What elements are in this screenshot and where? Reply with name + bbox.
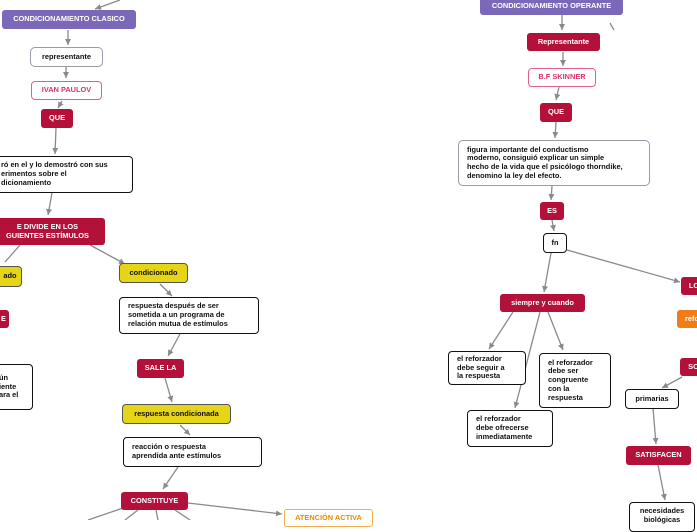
node-es[interactable]: ES: [540, 202, 564, 220]
node-reforzador-congruente[interactable]: el reforzador debe ser congruente con la…: [539, 353, 611, 408]
node-e-partial[interactable]: E: [0, 310, 9, 328]
connector-lines: [4, 0, 683, 520]
node-constituye[interactable]: CONSTITUYE: [121, 492, 188, 510]
node-lo-partial[interactable]: LO: [681, 277, 697, 295]
node-representante-right[interactable]: Representante: [527, 33, 600, 51]
node-atencion-activa[interactable]: ATENCIÓN ACTIVA: [284, 509, 373, 527]
node-siempre-y-cuando[interactable]: siempre y cuando: [500, 294, 585, 312]
node-refo-partial[interactable]: refo: [677, 310, 697, 328]
node-condicionamiento-operante[interactable]: CONDICIONAMIENTO OPERANTE: [480, 0, 623, 15]
node-respuesta-despues[interactable]: respuesta después de ser sometida a un p…: [119, 297, 259, 334]
node-partial-text[interactable]: ún iente ara el: [0, 364, 33, 410]
node-reforzador-seguir[interactable]: el reforzador debe seguir a la respuesta: [448, 351, 526, 385]
node-respuesta-condicionada[interactable]: respuesta condicionada: [122, 404, 231, 424]
node-primarias[interactable]: primarias: [625, 389, 679, 409]
node-representante-left[interactable]: representante: [30, 47, 103, 67]
node-divide-estimulos[interactable]: E DIVIDE EN LOS GUIENTES ESTÍMULOS: [0, 218, 105, 245]
node-reforzador-inmediato[interactable]: el reforzador debe ofrecerse inmediatame…: [467, 410, 553, 447]
node-so-partial[interactable]: SO: [680, 358, 697, 376]
node-condicionamiento-clasico[interactable]: CONDICIONAMIENTO CLASICO: [2, 10, 136, 29]
node-pavlov-description[interactable]: ró en el y lo demostró con sus erimentos…: [0, 156, 133, 193]
node-satisfacen[interactable]: SATISFACEN: [626, 446, 691, 465]
node-condicionado[interactable]: condicionado: [119, 263, 188, 283]
node-necesidades-biologicas[interactable]: necesidades biológicas: [629, 502, 695, 532]
node-sale-la[interactable]: SALE LA: [137, 359, 184, 378]
node-skinner-description[interactable]: figura importante del conductismo modern…: [458, 140, 650, 186]
node-bf-skinner[interactable]: B.F SKINNER: [528, 68, 596, 87]
node-que-right[interactable]: QUE: [540, 103, 572, 122]
node-ivan-paulov[interactable]: IVAN PAULOV: [31, 81, 102, 100]
node-que-left[interactable]: QUE: [41, 109, 73, 128]
node-reaccion-respuesta[interactable]: reacción o respuesta aprendida ante estí…: [123, 437, 262, 467]
node-fn[interactable]: fn: [543, 233, 567, 253]
node-incondicionado[interactable]: ado: [0, 266, 22, 287]
